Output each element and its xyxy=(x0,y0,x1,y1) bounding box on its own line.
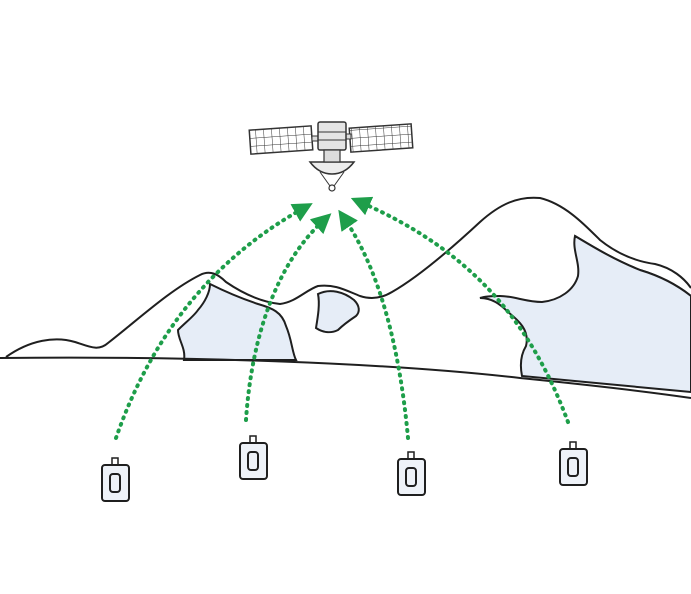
tracker-device-icon xyxy=(101,457,130,502)
signal-path-2 xyxy=(244,213,332,422)
tracker-device-icon xyxy=(397,451,426,496)
solar-panel-left xyxy=(248,125,314,155)
snow-patch-left xyxy=(176,282,298,361)
satellite-icon xyxy=(248,121,414,192)
tracker-device-icon xyxy=(239,435,268,480)
satellite-dish xyxy=(308,161,356,175)
satellite-body xyxy=(317,121,347,151)
signal-path-3 xyxy=(338,209,410,440)
solar-panel-right xyxy=(348,123,414,153)
signal-path-4 xyxy=(350,196,570,424)
tracker-device-icon xyxy=(559,441,588,486)
tracker-devices xyxy=(101,435,588,502)
snow-patch-center xyxy=(314,290,360,334)
signal-paths xyxy=(114,196,570,440)
snow-patch-right xyxy=(479,234,691,394)
mountain-ridge-outline xyxy=(5,196,691,358)
mountain-range xyxy=(0,196,691,399)
ground-line xyxy=(0,356,691,399)
